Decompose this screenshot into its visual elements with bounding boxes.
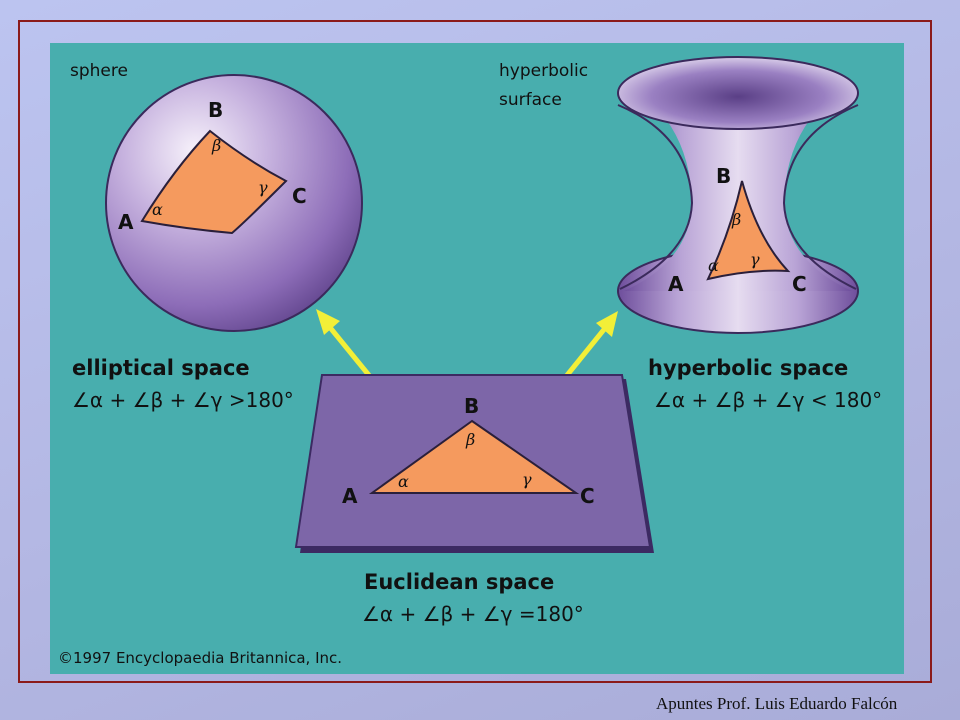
sphere-vertex-c: C bbox=[292, 184, 307, 208]
slide-frame bbox=[18, 20, 932, 683]
hyperbolic-label-line2: surface bbox=[499, 90, 562, 110]
euclidean-space-formula: ∠α + ∠β + ∠γ =180° bbox=[362, 602, 584, 626]
euclidean-angle-gamma: γ bbox=[522, 470, 532, 489]
euclidean-vertex-c: C bbox=[580, 484, 595, 508]
hyperbolic-space-formula: ∠α + ∠β + ∠γ < 180° bbox=[654, 388, 882, 412]
euclidean-angle-alpha: α bbox=[398, 472, 409, 491]
elliptical-space-title: elliptical space bbox=[72, 356, 250, 380]
copyright-credit: ©1997 Encyclopaedia Britannica, Inc. bbox=[58, 649, 342, 667]
sphere-vertex-b: B bbox=[208, 98, 223, 122]
euclidean-vertex-b: B bbox=[464, 394, 479, 418]
euclidean-angle-beta: β bbox=[465, 430, 475, 449]
sphere-label: sphere bbox=[70, 61, 128, 81]
hyperbolic-vertex-c: C bbox=[792, 272, 807, 296]
sphere-vertex-a: A bbox=[118, 210, 134, 234]
hyperbolic-triangle bbox=[706, 180, 791, 281]
sphere-angle-beta: β bbox=[211, 136, 221, 155]
sphere-angle-gamma: γ bbox=[258, 178, 268, 197]
arrow-to-hyperbolic bbox=[562, 311, 618, 381]
euclidean-triangle bbox=[368, 419, 580, 494]
spherical-triangle bbox=[140, 129, 288, 235]
elliptical-space-formula: ∠α + ∠β + ∠γ >180° bbox=[72, 388, 294, 412]
hyperbolic-label-line1: hyperbolic bbox=[499, 61, 588, 81]
hyperbolic-angle-gamma: γ bbox=[750, 250, 760, 269]
hyperbolic-angle-alpha: α bbox=[708, 256, 719, 275]
hyperbolic-vertex-b: B bbox=[716, 164, 731, 188]
sphere-angle-alpha: α bbox=[152, 200, 163, 219]
euclidean-vertex-a: A bbox=[342, 484, 358, 508]
geometry-diagram: sphere B C A β γ α hyperbolic surface B … bbox=[58, 56, 882, 667]
hyperbolic-space-title: hyperbolic space bbox=[648, 356, 848, 380]
hyperbolic-vertex-a: A bbox=[668, 272, 684, 296]
euclidean-space-title: Euclidean space bbox=[364, 570, 554, 594]
diagram-panel: sphere B C A β γ α hyperbolic surface B … bbox=[50, 43, 904, 674]
hyperbolic-angle-beta: β bbox=[731, 210, 741, 229]
hyperbolic-surface bbox=[617, 56, 859, 334]
author-footer: Apuntes Prof. Luis Eduardo Falcón bbox=[656, 694, 898, 713]
arrow-to-sphere bbox=[316, 309, 374, 381]
